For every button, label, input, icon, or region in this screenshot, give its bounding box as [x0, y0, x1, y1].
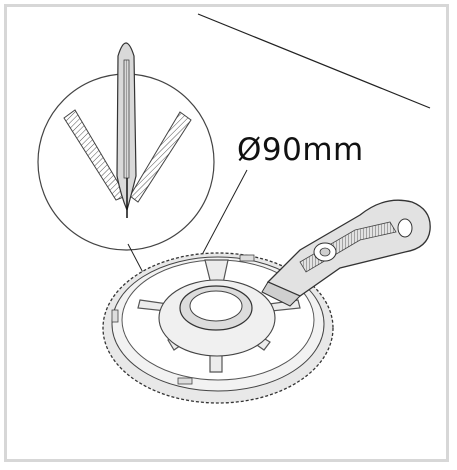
right-cut-segment — [129, 111, 192, 203]
detail-magnifier — [37, 42, 215, 251]
background-edge-line — [197, 13, 431, 109]
diameter-label: Ø90mm — [237, 132, 364, 168]
leader-line-dimension — [194, 169, 248, 269]
cutting-tool — [102, 199, 431, 404]
knife-handle — [266, 199, 431, 297]
